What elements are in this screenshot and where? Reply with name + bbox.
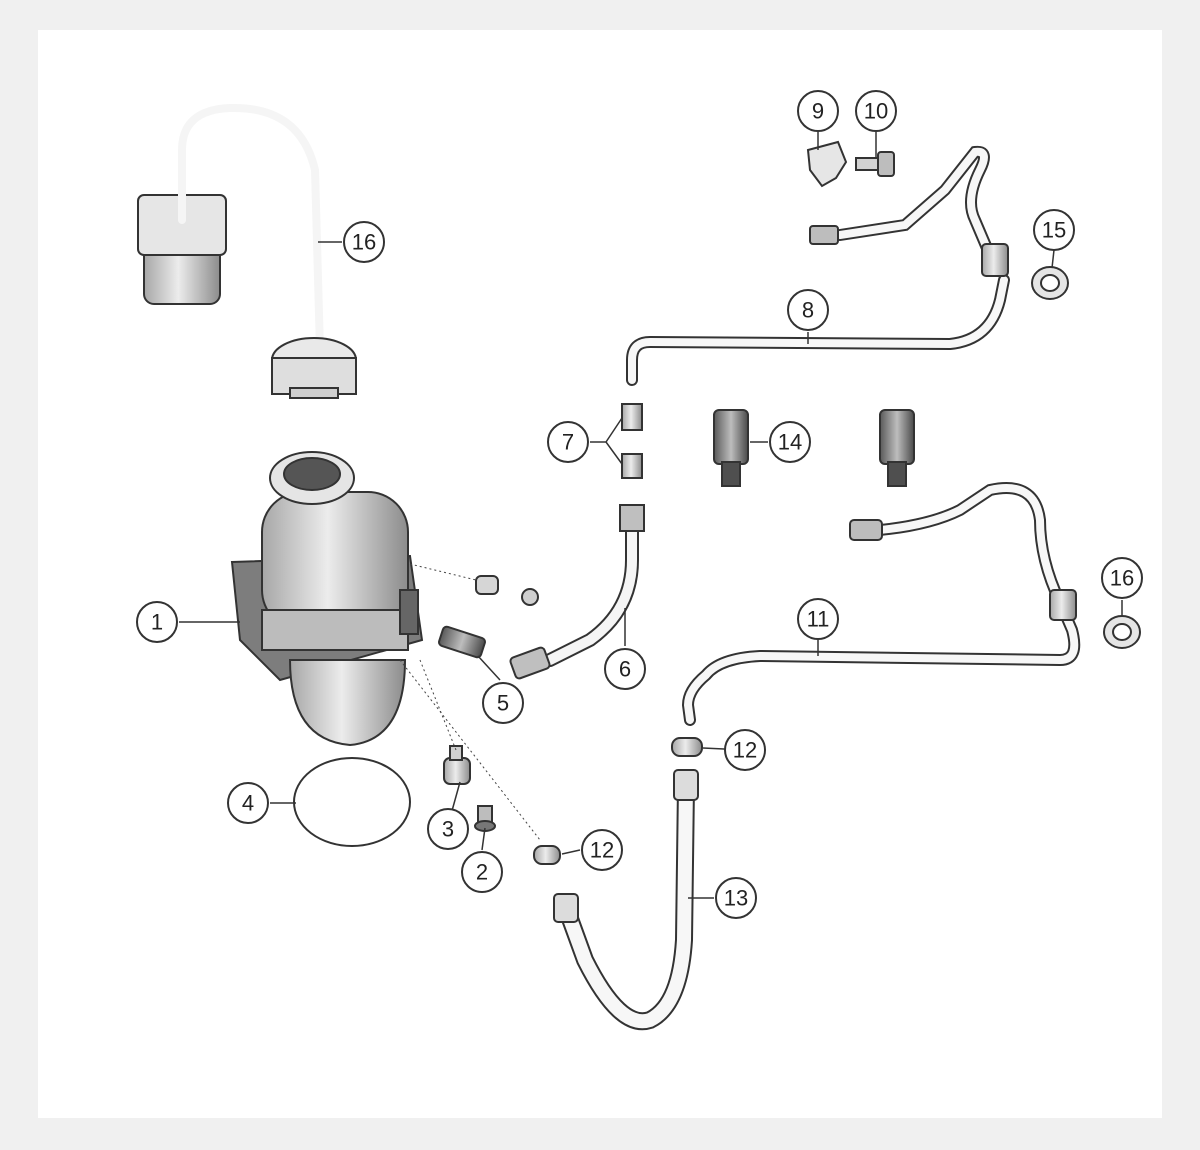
part-2-screw	[474, 805, 496, 832]
svg-text:3: 3	[442, 817, 454, 842]
svg-text:13: 13	[724, 886, 748, 911]
svg-text:14: 14	[778, 430, 802, 455]
part-12-clamp-upper	[671, 737, 703, 757]
part-4-gasket	[293, 757, 411, 847]
callout-13: 13	[715, 877, 757, 919]
callout-9: 9	[797, 90, 839, 132]
part-15-washer	[1031, 266, 1069, 300]
part-13-return-hose	[553, 769, 699, 1031]
callout-12-lower: 12	[581, 829, 623, 871]
callout-16-right: 16	[1101, 557, 1143, 599]
svg-text:16: 16	[1110, 566, 1134, 591]
callout-2: 2	[461, 851, 503, 893]
upper-cooler-line	[809, 145, 1009, 277]
svg-text:8: 8	[802, 298, 814, 323]
callout-6: 6	[604, 648, 646, 690]
callout-12-upper: 12	[724, 729, 766, 771]
svg-text:16: 16	[352, 230, 376, 255]
callout-11: 11	[797, 598, 839, 640]
part-12-clamp-lower	[533, 845, 561, 865]
svg-text:9: 9	[812, 99, 824, 124]
part-8-line	[628, 276, 1008, 384]
svg-text:12: 12	[590, 838, 614, 863]
svg-text:2: 2	[476, 860, 488, 885]
callout-10: 10	[855, 90, 897, 132]
svg-text:10: 10	[864, 99, 888, 124]
svg-text:15: 15	[1042, 218, 1066, 243]
svg-text:4: 4	[242, 791, 254, 816]
callout-14: 14	[769, 421, 811, 463]
svg-text:5: 5	[497, 691, 509, 716]
callout-1: 1	[136, 601, 178, 643]
svg-text:11: 11	[807, 607, 830, 632]
part-16-remote-reservoir	[137, 103, 357, 399]
svg-text:1: 1	[151, 610, 163, 635]
svg-text:6: 6	[619, 657, 631, 682]
pump-mount-fittings	[399, 563, 541, 841]
part-16-washer	[1103, 615, 1141, 649]
part-9-bracket	[806, 140, 848, 188]
callout-4: 4	[227, 782, 269, 824]
part-14-clip-right	[879, 409, 915, 487]
part-5-union-fitting	[438, 625, 486, 659]
part-7-fittings	[621, 403, 643, 479]
diagram-canvas: 1 2 3 4 5 6 7 8 9 10 11 12 12 13 14 15 1…	[38, 30, 1162, 1118]
part-14-clip-left	[713, 409, 749, 487]
callout-3: 3	[427, 808, 469, 850]
svg-text:12: 12	[733, 738, 757, 763]
part-6-pressure-hose	[509, 504, 645, 680]
part-1-pump-reservoir	[230, 451, 424, 747]
callout-15: 15	[1033, 209, 1075, 251]
svg-text:7: 7	[562, 430, 574, 455]
parts-diagram: 1 2 3 4 5 6 7 8 9 10 11 12 12 13 14 15 1…	[136, 90, 1143, 1031]
callout-7: 7	[547, 421, 589, 463]
part-11-line	[681, 482, 1081, 726]
callout-8: 8	[787, 289, 829, 331]
callout-5: 5	[482, 682, 524, 724]
part-3-bushing	[443, 745, 471, 785]
callout-16-left: 16	[343, 221, 385, 263]
part-10-bolt	[855, 151, 895, 177]
